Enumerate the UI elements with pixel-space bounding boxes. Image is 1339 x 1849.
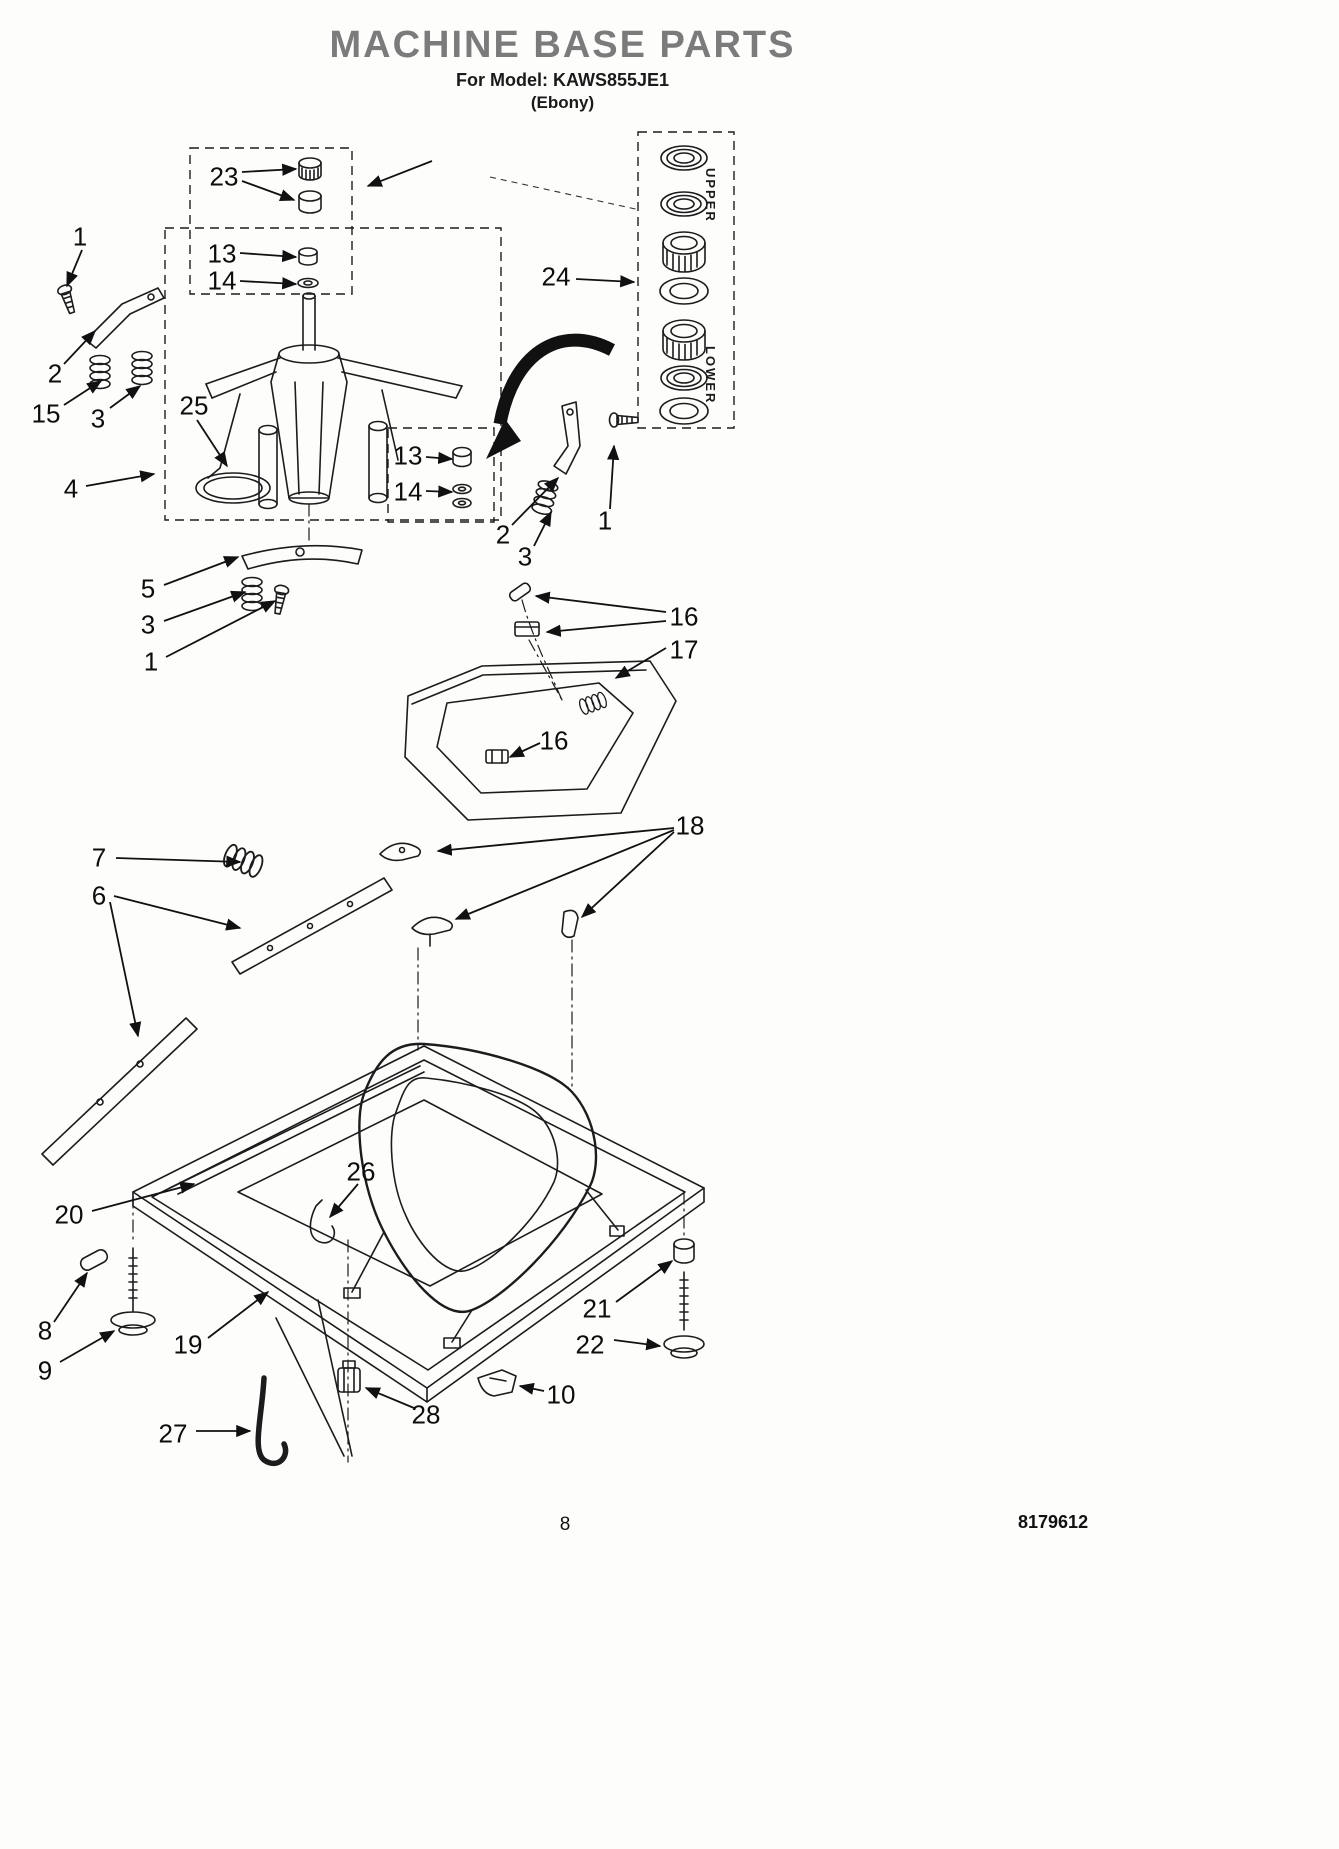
curved-arrow bbox=[486, 333, 615, 459]
part-callout: 2 bbox=[47, 358, 63, 389]
part-callout: 22 bbox=[575, 1329, 605, 1360]
part-callout: 19 bbox=[173, 1329, 203, 1360]
part-callout: 3 bbox=[140, 609, 156, 640]
part-callout: 17 bbox=[669, 634, 699, 665]
part-callout: 4 bbox=[63, 473, 79, 504]
base-rails bbox=[41, 842, 393, 1166]
model-line: For Model: KAWS855JE1 bbox=[455, 70, 670, 90]
isolator-parts-top bbox=[297, 157, 322, 289]
part-callout: 27 bbox=[158, 1418, 188, 1449]
part-callout: 16 bbox=[539, 725, 569, 756]
dashed-boxes bbox=[164, 131, 735, 523]
leader-lines bbox=[53, 163, 675, 1438]
isolator-parts-mid bbox=[452, 446, 472, 509]
part-callout: 10 bbox=[546, 1379, 576, 1410]
part-callout: 15 bbox=[31, 398, 61, 429]
part-callout: 26 bbox=[346, 1156, 376, 1187]
gearcase-assembly bbox=[205, 292, 463, 543]
suspension-pads bbox=[379, 842, 579, 1087]
part-callout: 20 bbox=[54, 1199, 84, 1230]
top-reference-arrow bbox=[366, 160, 641, 211]
part-callout: 6 bbox=[91, 880, 107, 911]
page-number: 8 bbox=[559, 1514, 571, 1535]
left-mount-strap bbox=[55, 282, 165, 390]
document-number: 8179612 bbox=[1018, 1512, 1089, 1532]
part-callout: 18 bbox=[675, 810, 705, 841]
tub-support-frame bbox=[309, 1042, 625, 1349]
right-mount-strap bbox=[530, 401, 639, 517]
bearing-upper-label: UPPER bbox=[703, 168, 718, 223]
part-callout: 14 bbox=[207, 265, 237, 296]
part-callout: 16 bbox=[669, 601, 699, 632]
part-callout: 25 bbox=[179, 390, 209, 421]
part-callout: 9 bbox=[37, 1355, 53, 1386]
bearing-kit bbox=[659, 145, 709, 425]
lower-bracket-group bbox=[241, 544, 363, 616]
part-callout: 13 bbox=[207, 238, 237, 269]
part-callout: 28 bbox=[411, 1399, 441, 1430]
part-callout: 14 bbox=[393, 476, 423, 507]
part-callout: 7 bbox=[91, 842, 107, 873]
seal-ring bbox=[195, 472, 271, 504]
leveling-feet bbox=[79, 1191, 705, 1359]
base-clips bbox=[255, 1239, 517, 1467]
part-callout: 2 bbox=[495, 519, 511, 550]
part-callout: 8 bbox=[37, 1315, 53, 1346]
finish-line: (Ebony) bbox=[530, 93, 595, 112]
part-callout: 3 bbox=[90, 403, 106, 434]
part-callout: 1 bbox=[143, 646, 159, 677]
part-callout: 3 bbox=[517, 541, 533, 572]
base-pan bbox=[132, 1045, 705, 1403]
part-callout: 21 bbox=[582, 1293, 612, 1324]
suspension-plate bbox=[404, 582, 677, 821]
part-callout: 5 bbox=[140, 573, 156, 604]
bearing-lower-label: LOWER bbox=[703, 346, 718, 405]
page-title: MACHINE BASE PARTS bbox=[329, 24, 796, 66]
part-callout: 23 bbox=[209, 161, 239, 192]
part-callout: 1 bbox=[72, 221, 88, 252]
part-callout: 24 bbox=[541, 261, 571, 292]
part-callout: 13 bbox=[393, 440, 423, 471]
part-callout: 1 bbox=[597, 505, 613, 536]
